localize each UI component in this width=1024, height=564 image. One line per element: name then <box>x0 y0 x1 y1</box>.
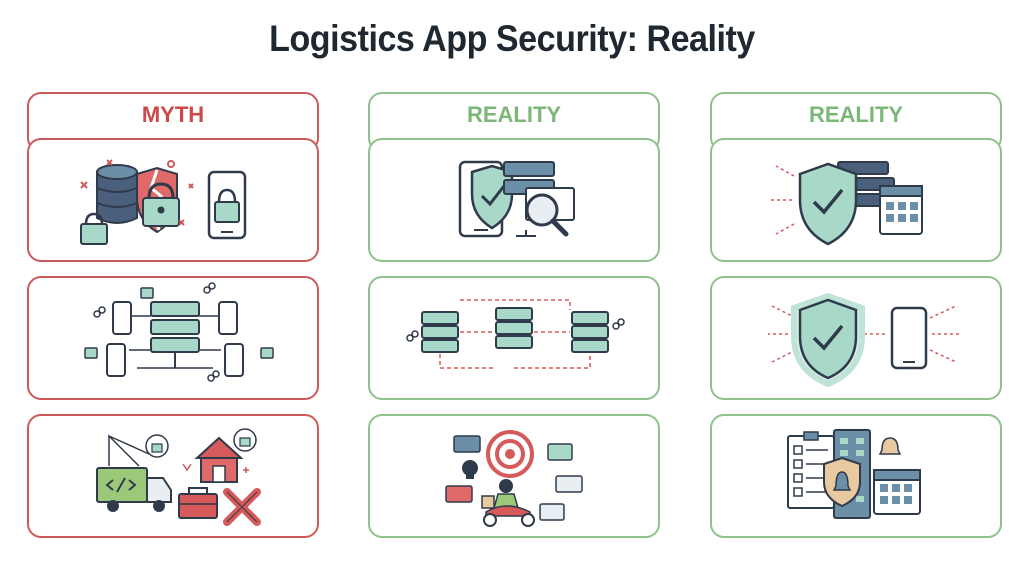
arrows-icon <box>770 165 795 235</box>
broken-security-illustration <box>80 159 247 245</box>
central-server-illustration <box>84 282 274 382</box>
padlock-icon <box>145 428 257 458</box>
myth-card-central-server <box>27 276 319 400</box>
compliance-illustration <box>787 429 921 519</box>
crane-icon <box>108 434 150 467</box>
smartphone-icon <box>207 170 247 240</box>
magnifier-icon <box>525 193 569 237</box>
skull-icon <box>462 460 478 479</box>
sparkle-marks <box>80 159 194 226</box>
physical-assets-illustration <box>96 428 261 526</box>
targeted-attack-illustration <box>445 430 583 527</box>
reality-card-distributed <box>368 276 660 400</box>
server-rack-icon <box>150 301 200 368</box>
reality-card-compliance <box>710 414 1002 538</box>
reality-card-monitoring <box>368 138 660 262</box>
server-rack-icon <box>421 307 609 353</box>
calendar-icon <box>873 469 921 515</box>
padlock-icon <box>84 287 274 359</box>
reality-column-2: REALITY <box>710 92 1002 538</box>
wrench-icon <box>223 488 261 526</box>
distributed-servers-illustration <box>406 299 625 369</box>
database-icon <box>96 164 138 224</box>
credit-card-icon <box>445 435 583 521</box>
bell-icon <box>832 437 902 491</box>
reality-card-targeted <box>368 414 660 538</box>
calendar-icon <box>879 185 923 235</box>
checklist-icon <box>787 431 835 509</box>
reality-column-1: REALITY <box>368 92 660 538</box>
myth-column: MYTH <box>27 92 319 538</box>
network-lines <box>129 315 221 369</box>
reality-card-layered-defense <box>710 138 1002 262</box>
padlock-icon <box>142 182 180 227</box>
shield-check-icon <box>798 162 858 246</box>
toolbox-icon <box>178 487 218 519</box>
arrows-icon <box>768 305 960 363</box>
glowing-shield-check-icon <box>791 292 865 388</box>
page-title: Logistics App Security: Reality <box>269 18 755 59</box>
delivery-scooter-icon <box>481 479 535 527</box>
smartphone-icon <box>106 301 244 377</box>
network-arrows-icon <box>439 299 591 369</box>
chain-link-icon <box>93 282 220 382</box>
smartphone-icon <box>890 306 928 370</box>
chain-link-icon <box>406 318 625 342</box>
delivery-truck-icon <box>96 467 172 512</box>
monitoring-illustration <box>458 160 575 238</box>
target-icon <box>486 430 534 478</box>
myth-card-physical-assets <box>27 414 319 538</box>
protected-device-illustration <box>768 292 960 388</box>
home-icon <box>194 436 244 483</box>
sparkle-marks <box>182 463 249 473</box>
myth-card-broken-security <box>27 138 319 262</box>
padlock-icon <box>80 212 108 245</box>
layered-defense-illustration <box>770 161 923 246</box>
reality-card-protected-device <box>710 276 1002 400</box>
